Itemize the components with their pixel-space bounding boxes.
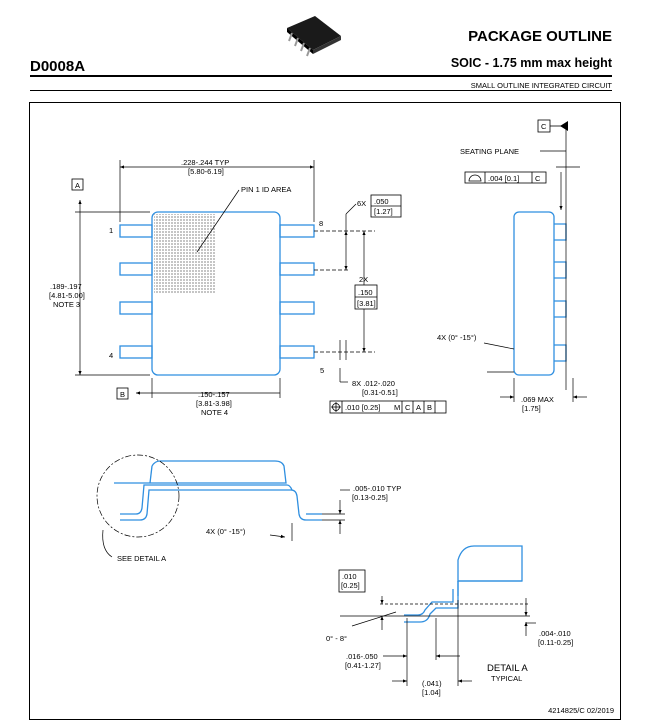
position-symbol-icon (331, 402, 341, 412)
foot-length-mm: [0.41-1.27] (345, 661, 381, 670)
detail-angle: 0° - 8° (326, 634, 347, 643)
standoff-mm: [0.11-0.25] (538, 638, 573, 647)
end-angle: 4X (0° -15°) (206, 527, 246, 536)
package-subtitle: SOIC - 1.75 mm max height (450, 56, 612, 70)
detail-title: DETAIL A (487, 663, 528, 674)
document-number: 4214825/C 02/2019 (548, 706, 614, 715)
drawing-frame (29, 102, 621, 720)
pitch-mm: [1.27] (374, 207, 393, 216)
length-dim: .189-.197 (50, 282, 82, 291)
flatness: .004 [0.1] (488, 174, 519, 183)
pin1-label: PIN 1 ID AREA (241, 185, 291, 194)
standoff: .004-.010 (539, 629, 571, 638)
package-description: SMALL OUTLINE INTEGRATED CIRCUIT (470, 81, 612, 90)
seating-plane: SEATING PLANE (460, 147, 519, 156)
lead-1 (119, 224, 153, 238)
tolerance-datum-c: C (405, 403, 411, 412)
chip-icon (287, 16, 341, 57)
pin-5-label: 5 (320, 366, 324, 375)
detail-a-view (404, 545, 523, 623)
header-rule (30, 75, 612, 77)
lead-7 (279, 262, 315, 276)
lead-3 (119, 301, 153, 315)
flatness-datum: C (535, 174, 541, 183)
datum-c: C (541, 122, 547, 131)
length-note: NOTE 3 (53, 300, 80, 309)
tolerance-modifier: M (394, 403, 400, 412)
pin-4-label: 4 (109, 351, 113, 360)
thickness-mm: [0.13-0.25] (352, 493, 388, 502)
width-dim: .228-.244 TYP (181, 158, 229, 167)
lead-8 (279, 224, 315, 238)
body-width-mm: [3.81-3.98] (196, 399, 232, 408)
body-width: .150-.157 (198, 390, 230, 399)
datum-c-triangle-icon (560, 121, 568, 131)
pitch-count: 6X (357, 199, 366, 208)
side-angle: 4X (0° -15°) (437, 333, 477, 342)
end-view (114, 460, 322, 521)
foot-ref-mm: [1.04] (422, 688, 441, 697)
top-view (119, 211, 315, 376)
foot-length: .016-.050 (346, 652, 378, 661)
lead-4 (119, 345, 153, 359)
span: .150 (358, 288, 373, 297)
pin-1-label: 1 (109, 226, 113, 235)
detail-subtitle: TYPICAL (491, 674, 522, 683)
width-dim-mm: [5.80-6.19] (188, 167, 224, 176)
lead-5 (279, 345, 315, 359)
thickness: .005-.010 TYP (353, 484, 401, 493)
part-number: D0008A (30, 58, 86, 75)
foot-ref: (.041) (422, 679, 442, 688)
tolerance-datum-b: B (427, 403, 432, 412)
package-title: PACKAGE OUTLINE (468, 28, 612, 45)
body-note: NOTE 4 (201, 408, 228, 417)
span-count: 2X (359, 275, 368, 284)
length-dim-mm: [4.81-5.00] (49, 291, 85, 300)
side-view (513, 211, 567, 376)
lead-2 (119, 262, 153, 276)
pin1-id-area (154, 214, 216, 294)
tolerance-datum-a: A (416, 403, 421, 412)
gauge-dim-mm: [0.25] (341, 581, 360, 590)
height: .069 MAX (521, 395, 554, 404)
datum-a: A (75, 181, 80, 190)
datum-b: B (120, 390, 125, 399)
span-mm: [3.81] (357, 299, 376, 308)
pin-8-label: 8 (319, 219, 323, 228)
tolerance-value: .010 [0.25] (345, 403, 380, 412)
lead-width-mm: [0.31-0.51] (362, 388, 398, 397)
see-detail: SEE DETAIL A (117, 554, 166, 563)
height-mm: [1.75] (522, 404, 541, 413)
pitch: .050 (374, 197, 389, 206)
lead-6 (279, 301, 315, 315)
gauge-dim: .010 (342, 572, 357, 581)
package-body (151, 211, 281, 376)
flatness-symbol-icon (468, 174, 482, 182)
lead-width: 8X .012-.020 (352, 379, 395, 388)
header-rule-2 (30, 90, 612, 91)
